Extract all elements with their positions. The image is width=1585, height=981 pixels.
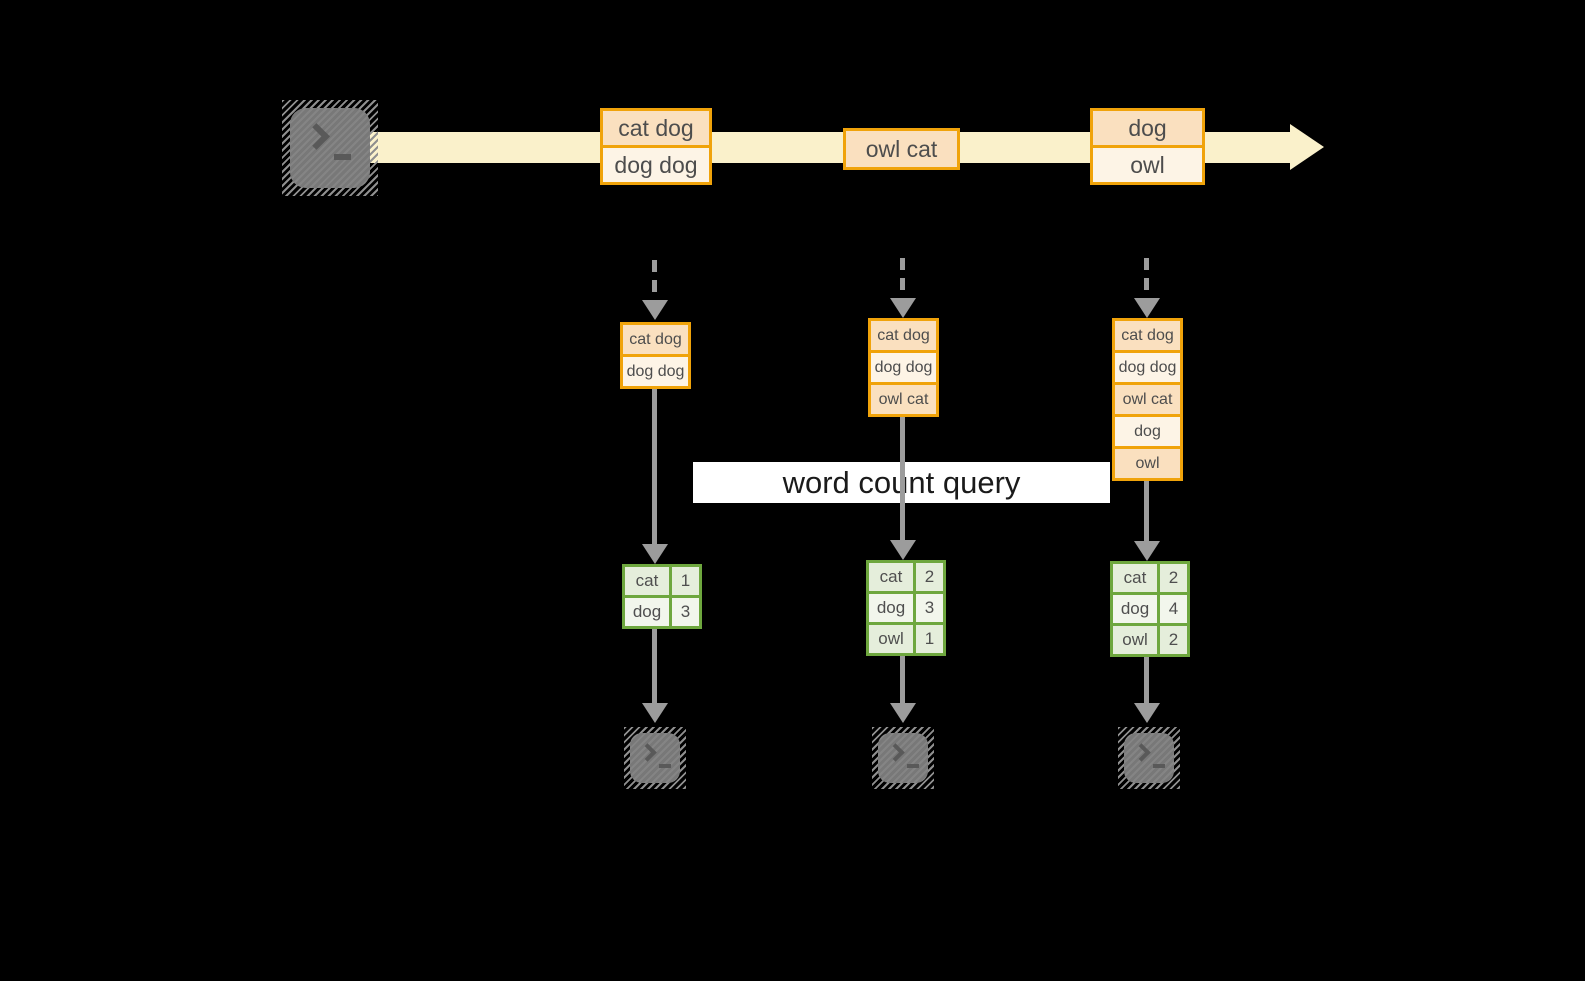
stream-line: owl cat	[846, 131, 957, 167]
stream-batch-2: owl cat	[843, 128, 960, 170]
dashed-arrow-head	[890, 298, 916, 318]
word-buffer-2: cat dog dog dog owl cat	[868, 318, 939, 417]
count-value: 1	[672, 567, 699, 595]
query-arrow-head	[1134, 541, 1160, 561]
count-row: dog 3	[625, 598, 699, 626]
stream-line: dog	[1093, 111, 1202, 145]
prompt-underscore-icon	[659, 764, 671, 768]
count-row: owl 1	[869, 625, 943, 653]
terminal-body	[290, 108, 370, 188]
query-arrow-line	[1144, 481, 1149, 541]
count-word: cat	[625, 567, 669, 595]
dashed-arrow-line	[1144, 258, 1149, 298]
count-word: cat	[869, 563, 913, 591]
query-arrow-head	[890, 540, 916, 560]
count-word: dog	[1113, 595, 1157, 623]
buffer-line: owl	[1115, 449, 1180, 478]
count-value: 3	[672, 598, 699, 626]
buffer-line: cat dog	[871, 321, 936, 350]
buffer-line: dog	[1115, 417, 1180, 446]
source-terminal-icon	[282, 100, 378, 196]
prompt-chevron-icon	[303, 123, 330, 150]
stream-line: cat dog	[603, 111, 709, 145]
terminal-body	[630, 733, 680, 783]
sink-terminal-icon-3	[1118, 727, 1180, 789]
buffer-line: dog dog	[1115, 353, 1180, 382]
count-table-3: cat 2 dog 4 owl 2	[1110, 561, 1190, 657]
count-value: 4	[1160, 595, 1187, 623]
count-value: 2	[1160, 564, 1187, 592]
count-row: dog 3	[869, 594, 943, 622]
stream-batch-1: cat dog dog dog	[600, 108, 712, 185]
count-row: owl 2	[1113, 626, 1187, 654]
prompt-underscore-icon	[334, 154, 351, 160]
count-row: cat 1	[625, 567, 699, 595]
query-arrow-head	[642, 544, 668, 564]
count-table-1: cat 1 dog 3	[622, 564, 702, 629]
dashed-arrow-head	[1134, 298, 1160, 318]
count-word: cat	[1113, 564, 1157, 592]
prompt-chevron-icon	[886, 743, 905, 762]
stream-line: dog dog	[603, 148, 709, 182]
count-word: owl	[869, 625, 913, 653]
count-word: owl	[1113, 626, 1157, 654]
sink-arrow-head	[890, 703, 916, 723]
prompt-chevron-icon	[1132, 743, 1151, 762]
terminal-body	[1124, 733, 1174, 783]
sink-terminal-icon-1	[624, 727, 686, 789]
sink-arrow-line	[900, 656, 905, 703]
buffer-line: owl cat	[1115, 385, 1180, 414]
count-word: dog	[869, 594, 913, 622]
sink-arrow-line	[652, 629, 657, 703]
sink-terminal-icon-2	[872, 727, 934, 789]
word-buffer-3: cat dog dog dog owl cat dog owl	[1112, 318, 1183, 481]
prompt-chevron-icon	[638, 743, 657, 762]
count-value: 3	[916, 594, 943, 622]
query-arrow-line	[652, 389, 657, 545]
count-value: 1	[916, 625, 943, 653]
count-row: cat 2	[869, 563, 943, 591]
buffer-line: cat dog	[623, 325, 688, 354]
prompt-underscore-icon	[1153, 764, 1165, 768]
count-value: 2	[916, 563, 943, 591]
sink-arrow-head	[1134, 703, 1160, 723]
dashed-arrow-line	[652, 260, 657, 300]
stream-batch-3: dog owl	[1090, 108, 1205, 185]
dashed-arrow-line	[900, 258, 905, 298]
word-buffer-1: cat dog dog dog	[620, 322, 691, 389]
count-row: dog 4	[1113, 595, 1187, 623]
prompt-underscore-icon	[907, 764, 919, 768]
query-arrow-line	[900, 417, 905, 540]
count-table-2: cat 2 dog 3 owl 1	[866, 560, 946, 656]
buffer-line: owl cat	[871, 385, 936, 414]
count-value: 2	[1160, 626, 1187, 654]
buffer-line: cat dog	[1115, 321, 1180, 350]
sink-arrow-line	[1144, 657, 1149, 703]
sink-arrow-head	[642, 703, 668, 723]
count-row: cat 2	[1113, 564, 1187, 592]
dashed-arrow-head	[642, 300, 668, 320]
count-word: dog	[625, 598, 669, 626]
buffer-line: dog dog	[623, 357, 688, 386]
terminal-body	[878, 733, 928, 783]
stream-line: owl	[1093, 148, 1202, 182]
stream-arrow-head	[1290, 124, 1324, 170]
buffer-line: dog dog	[871, 353, 936, 382]
